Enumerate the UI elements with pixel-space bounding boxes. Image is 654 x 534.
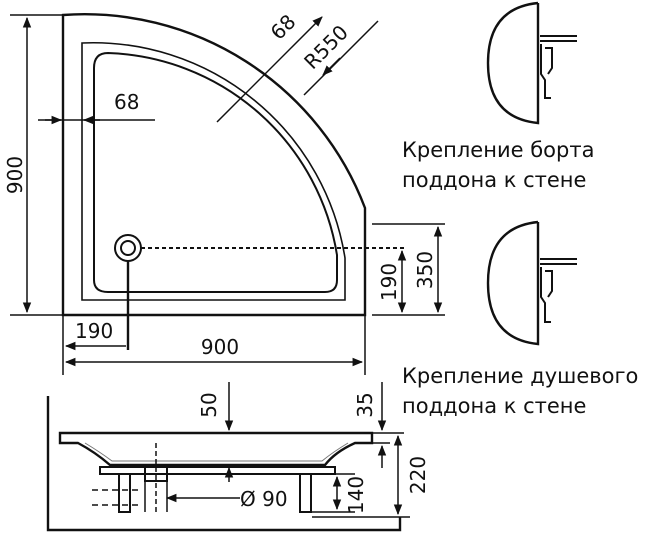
dim-leg-height-label: 140 xyxy=(344,476,368,514)
tray-rim-inner xyxy=(81,41,346,301)
dim-drain-diameter-label: Ø 90 xyxy=(240,487,288,511)
dim-radius-label: R550 xyxy=(299,20,353,74)
rim-mount-caption-line1: Крепление борта xyxy=(402,138,594,162)
support-frame xyxy=(99,466,336,475)
floor-and-wall xyxy=(46,396,402,532)
dim-right-height-label: 350 xyxy=(413,251,437,289)
dim-height-label: 900 xyxy=(3,156,27,194)
tray-mount-caption-line1: Крепление душевого xyxy=(402,364,638,388)
dim-rim-diagonal-line xyxy=(303,20,379,96)
drain-symbol xyxy=(114,234,142,262)
dim-rim-left-label: 68 xyxy=(114,90,139,114)
dim-drain-x-label: 190 xyxy=(75,319,113,343)
leg-right xyxy=(299,473,312,513)
leg-left xyxy=(118,473,131,513)
dim-total-height-label: 220 xyxy=(406,456,430,494)
rim-mount-detail xyxy=(486,1,577,125)
dim-rim-diagonal-arrow xyxy=(322,57,341,76)
drain-body xyxy=(144,464,168,482)
tray-basin-edge xyxy=(93,51,338,293)
section-view: Ø 90 50 35 140 220 xyxy=(46,382,430,532)
dim-drain-y-label: 190 xyxy=(377,263,401,301)
rim-mount-caption-line2: поддона к стене xyxy=(402,168,586,192)
tray-profile xyxy=(58,431,374,467)
dim-rim-label: 35 xyxy=(353,392,377,417)
plan-view: 900 68 68 R550 190 900 190 350 xyxy=(3,10,445,375)
tray-outline xyxy=(61,13,367,317)
dim-depth-label: 50 xyxy=(197,392,221,417)
dim-radius-leader xyxy=(216,16,323,123)
tray-mount-caption-line2: поддона к стене xyxy=(402,394,586,418)
dim-width-bottom-label: 900 xyxy=(201,335,239,359)
tray-inner-shading xyxy=(84,442,349,462)
dim-width-top-label: 68 xyxy=(266,10,301,45)
tray-mount-detail xyxy=(486,220,577,346)
